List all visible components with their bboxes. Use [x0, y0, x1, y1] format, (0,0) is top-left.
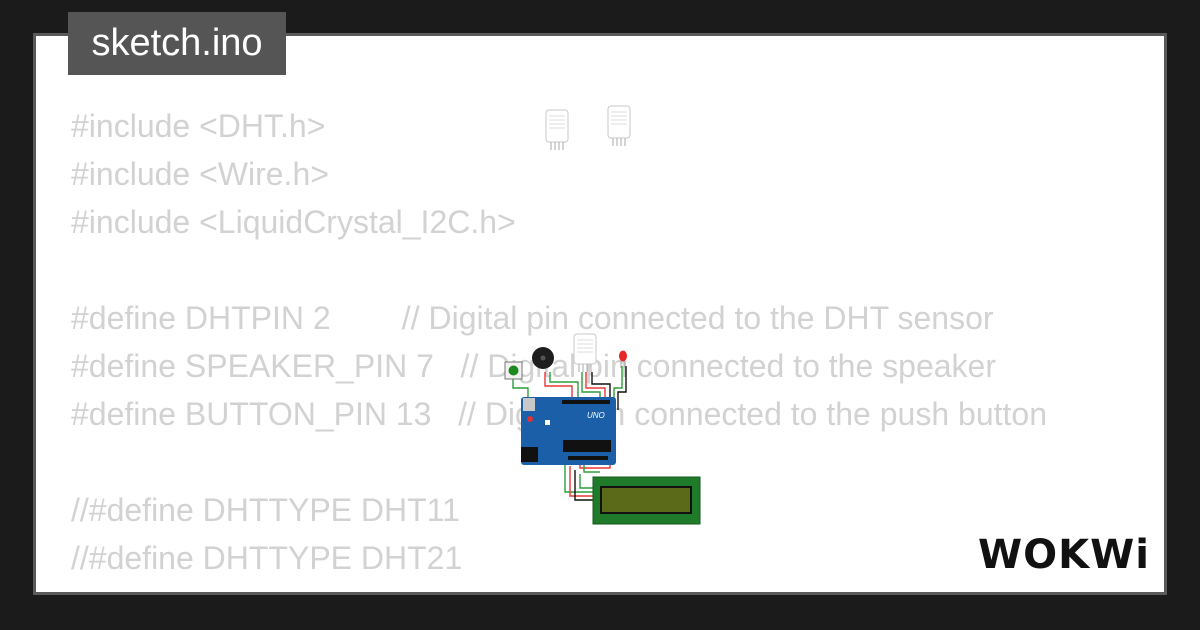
code-line: //#define DHTTYPE DHT11	[71, 492, 460, 528]
code-editor: #include <DHT.h> #include <Wire.h> #includ…	[71, 102, 1047, 592]
wire	[512, 378, 529, 398]
wire	[579, 474, 596, 489]
wire	[564, 462, 596, 493]
code-line: #include <Wire.h>	[71, 156, 329, 192]
code-line: #define DHTTYPE DHT22	[71, 582, 1047, 592]
wire	[569, 466, 596, 497]
board-label: UNO	[587, 411, 605, 420]
wire	[617, 366, 627, 410]
file-tab[interactable]: sketch.ino	[68, 12, 286, 75]
code-line: #define DHTPIN 2 // Digital pin connecte…	[71, 300, 994, 336]
buzzer-icon[interactable]	[532, 347, 554, 369]
dht-sensor-1[interactable]	[545, 109, 569, 150]
code-line: //#define DHTTYPE DHT21	[71, 540, 463, 576]
lcd-display[interactable]	[592, 476, 701, 525]
code-line: #include <DHT.h>	[71, 108, 326, 144]
code-line: #define SPEAKER_PIN 7 // Digital pin con…	[71, 348, 996, 384]
red-led-icon[interactable]	[619, 350, 627, 369]
wire	[549, 372, 579, 410]
arduino-uno-board[interactable]: UNO	[521, 397, 616, 465]
wokwi-logo: WOKWi	[978, 532, 1150, 578]
push-button[interactable]	[504, 361, 523, 380]
wire	[574, 470, 596, 501]
dht-sensor-3[interactable]	[573, 333, 597, 372]
code-line: #include <LiquidCrystal_I2C.h>	[71, 204, 516, 240]
dht-sensor-2[interactable]	[607, 105, 631, 146]
file-tab-label: sketch.ino	[91, 22, 263, 64]
svg-text:WOKWi: WOKWi	[978, 532, 1150, 578]
